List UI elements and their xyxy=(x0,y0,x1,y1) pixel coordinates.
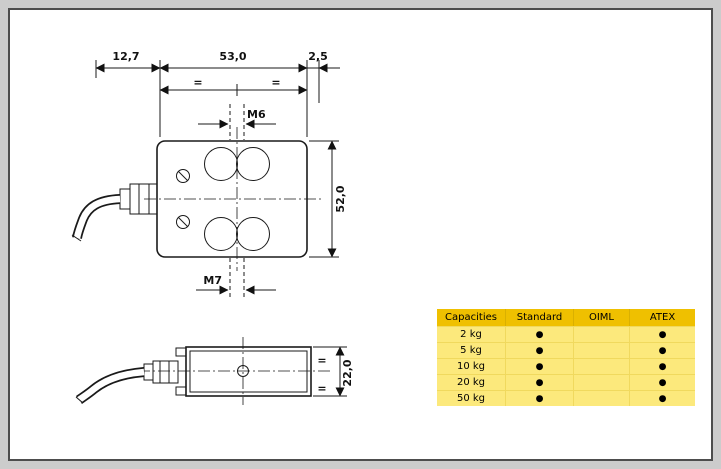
header-oiml: OIML xyxy=(574,309,630,326)
table-row: 10 kg ● ● xyxy=(437,358,695,374)
capacity-table: Capacities Standard OIML ATEX 2 kg ● ● 5… xyxy=(437,309,695,406)
load-cell-body xyxy=(144,127,324,271)
dim-gland-length: 12,7 xyxy=(112,50,139,63)
centering-dimension xyxy=(159,84,308,96)
standard-dot: ● xyxy=(506,358,574,374)
capacity-table-header-row: Capacities Standard OIML ATEX xyxy=(437,309,695,326)
header-capacities: Capacities xyxy=(437,309,506,326)
height-dimension xyxy=(309,140,339,258)
dim-side-height: 22,0 xyxy=(341,359,354,386)
atex-dot: ● xyxy=(630,390,695,406)
standard-dot: ● xyxy=(506,342,574,358)
screw-icon xyxy=(176,169,190,183)
screw-icon xyxy=(176,215,190,229)
thread-top-callout xyxy=(198,104,276,140)
standard-dot: ● xyxy=(506,326,574,342)
side-height-dimension xyxy=(313,346,347,397)
equal-mark-bottom: = xyxy=(317,382,326,395)
table-row: 2 kg ● ● xyxy=(437,326,695,342)
capacity-value: 5 kg xyxy=(437,342,506,358)
table-row: 5 kg ● ● xyxy=(437,342,695,358)
table-row: 50 kg ● ● xyxy=(437,390,695,406)
atex-dot: ● xyxy=(630,358,695,374)
thread-bottom-callout xyxy=(196,258,276,297)
table-row: 20 kg ● ● xyxy=(437,374,695,390)
capacity-value: 2 kg xyxy=(437,326,506,342)
oiml-dot xyxy=(574,390,630,406)
atex-dot: ● xyxy=(630,374,695,390)
equal-mark-right: = xyxy=(271,76,280,89)
thread-top-label: M6 xyxy=(247,108,266,121)
cable-gland xyxy=(119,183,158,215)
header-standard: Standard xyxy=(506,309,574,326)
equal-mark-left: = xyxy=(193,76,202,89)
cable-gland xyxy=(143,360,179,384)
oiml-dot xyxy=(574,374,630,390)
dim-body-width: 53,0 xyxy=(219,50,246,63)
oiml-dot xyxy=(574,358,630,374)
capacity-value: 10 kg xyxy=(437,358,506,374)
equal-mark-top: = xyxy=(317,354,326,367)
capacity-value: 50 kg xyxy=(437,390,506,406)
front-view: 12,7 53,0 2,5 = = M6 xyxy=(71,50,347,297)
capacity-value: 20 kg xyxy=(437,374,506,390)
oiml-dot xyxy=(574,342,630,358)
atex-dot: ● xyxy=(630,342,695,358)
atex-dot: ● xyxy=(630,326,695,342)
standard-dot: ● xyxy=(506,374,574,390)
top-dimension-lines xyxy=(95,60,340,137)
cable xyxy=(75,367,145,405)
cable xyxy=(71,194,121,242)
oiml-dot xyxy=(574,326,630,342)
dim-body-height: 52,0 xyxy=(334,185,347,212)
thread-bottom-label: M7 xyxy=(203,274,222,287)
dim-edge-offset: 2,5 xyxy=(308,50,328,63)
header-atex: ATEX xyxy=(630,309,695,326)
standard-dot: ● xyxy=(506,390,574,406)
side-body xyxy=(138,337,332,405)
side-view: = = 22,0 xyxy=(75,337,354,405)
